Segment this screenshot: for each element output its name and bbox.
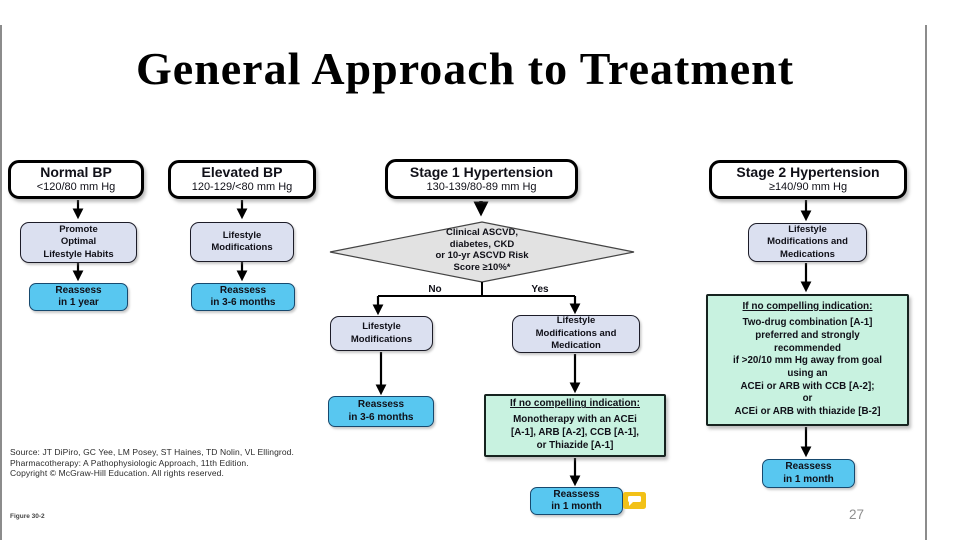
elevated-bp-range: 120-129/<80 mm Hg [191, 181, 293, 194]
elevated-bp-step: Lifestyle Modifications [190, 222, 294, 262]
comment-bubble-tail [629, 502, 637, 506]
figure-label: Figure 30-2 [10, 513, 45, 520]
no-branch-label: No [428, 284, 442, 295]
stage1-indication-body: Monotherapy with an ACEi [A-1], ARB [A-2… [510, 414, 640, 451]
stage2-title: Stage 2 Hypertension [736, 164, 880, 181]
elevated-bp-header: Elevated BP 120-129/<80 mm Hg [168, 160, 316, 199]
normal-bp-step: Promote Optimal Lifestyle Habits [20, 222, 137, 263]
stage1-no-reassess: Reassess in 3-6 months [328, 396, 434, 427]
stage2-step: Lifestyle Modifications and Medications [748, 223, 867, 262]
stage2-range: ≥140/90 mm Hg [768, 181, 848, 194]
yes-branch-label: Yes [531, 284, 549, 295]
stage1-indication-box: If no compelling indication: Monotherapy… [484, 394, 666, 457]
stage1-indication-heading: If no compelling indication: [510, 398, 640, 410]
comment-bubble-glyph [628, 496, 641, 502]
stage1-title: Stage 1 Hypertension [409, 163, 554, 180]
normal-bp-header: Normal BP <120/80 mm Hg [8, 160, 144, 199]
normal-bp-title: Normal BP [40, 164, 112, 181]
source-citation: Source: JT DiPiro, GC Yee, LM Posey, ST … [10, 447, 294, 479]
stage2-header: Stage 2 Hypertension ≥140/90 mm Hg [709, 160, 907, 199]
normal-bp-reassess: Reassess in 1 year [29, 283, 128, 311]
right-boundary-line [925, 25, 927, 540]
comment-icon[interactable] [623, 492, 646, 509]
stage2-indication-body: Two-drug combination [A-1] preferred and… [733, 317, 882, 418]
page-number: 27 [849, 507, 865, 522]
stage1-no-step: Lifestyle Modifications [330, 316, 433, 351]
stage1-yes-step: Lifestyle Modifications and Medication [512, 315, 640, 353]
stage2-indication-box: If no compelling indication: Two-drug co… [706, 294, 909, 426]
stage1-range: 130-139/80-89 mm Hg [426, 180, 537, 193]
elevated-bp-reassess: Reassess in 3-6 months [191, 283, 295, 311]
page-title: General Approach to Treatment [135, 43, 795, 94]
stage2-reassess: Reassess in 1 month [762, 459, 855, 488]
stage1-header: Stage 1 Hypertension 130-139/80-89 mm Hg [385, 159, 578, 199]
stage1-decision-text: Clinical ASCVD, diabetes, CKD or 10-yr A… [435, 227, 529, 273]
left-boundary-line [0, 25, 2, 540]
elevated-bp-title: Elevated BP [201, 164, 283, 181]
stage2-indication-heading: If no compelling indication: [742, 301, 873, 313]
stage1-yes-reassess: Reassess in 1 month [530, 487, 623, 515]
normal-bp-range: <120/80 mm Hg [36, 181, 116, 194]
